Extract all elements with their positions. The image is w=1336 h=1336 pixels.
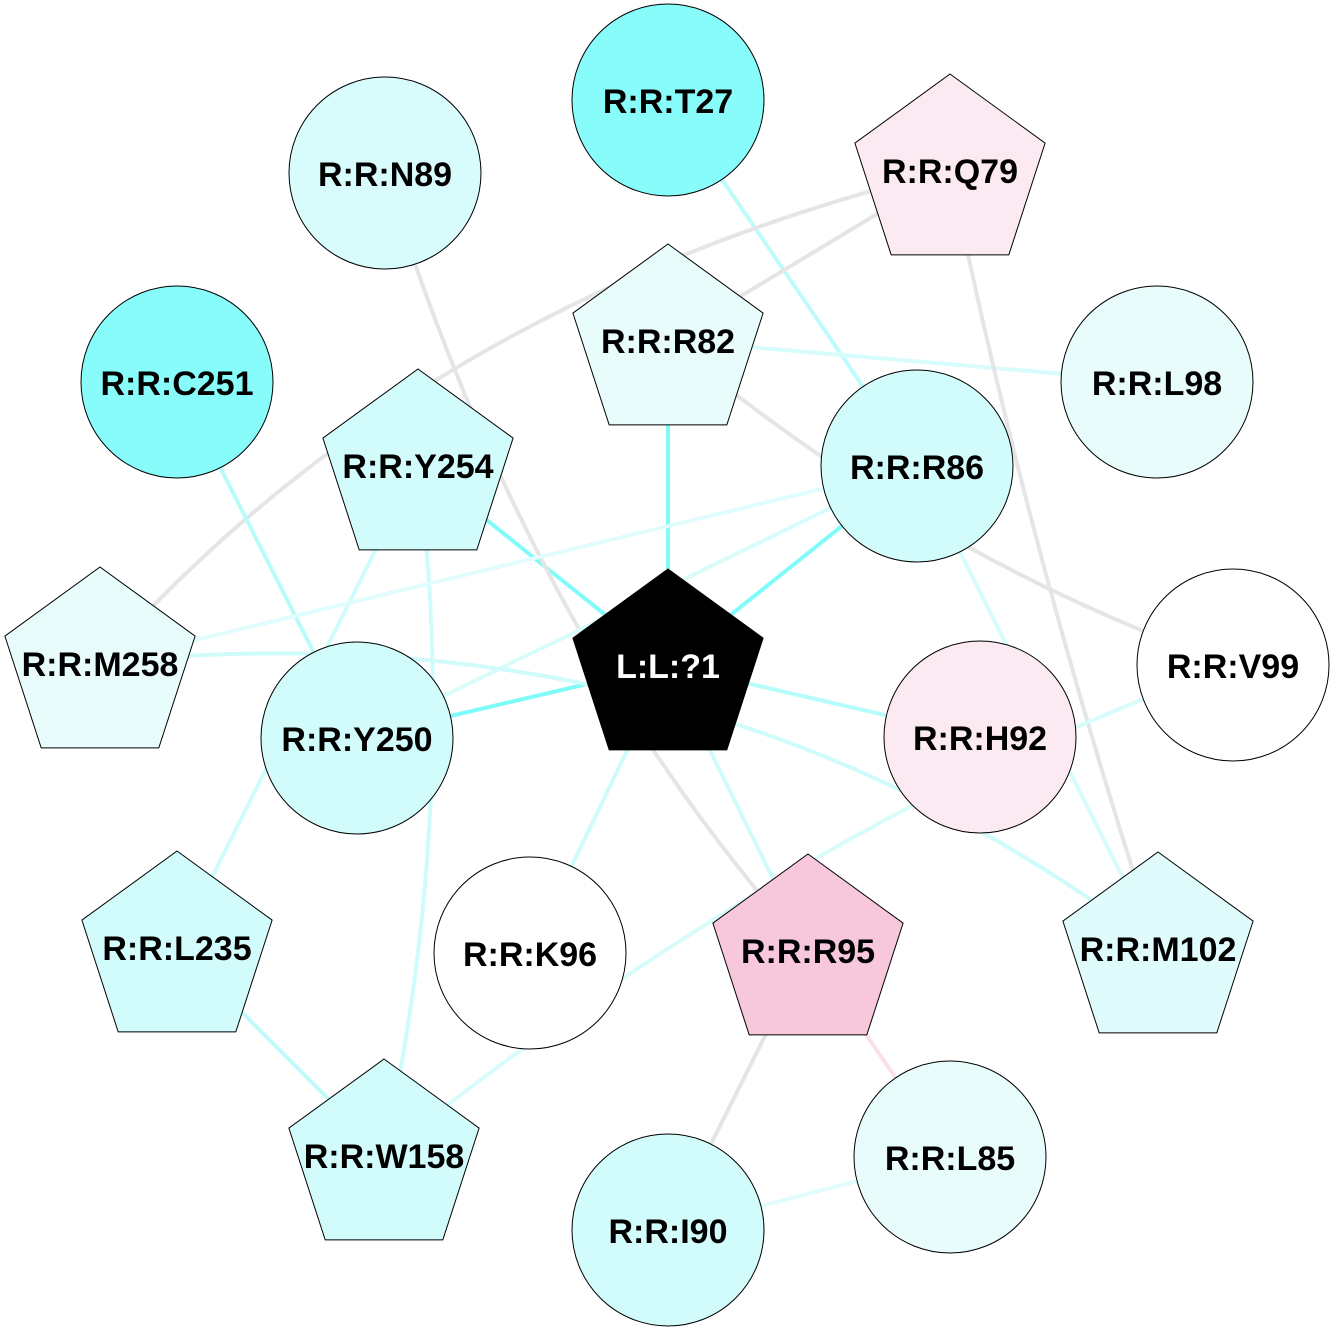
node-circle (1060, 285, 1254, 479)
node-pentagon (288, 1058, 480, 1241)
node-r82[interactable]: R:R:R82 (572, 243, 764, 426)
node-label: R:R:T27 (603, 83, 733, 121)
node-pentagon (81, 850, 273, 1033)
node-q79[interactable]: R:R:Q79 (854, 73, 1046, 256)
edge-q79-m102 (948, 168, 1160, 950)
edge-y254-w158 (382, 463, 435, 1157)
node-label: R:R:L98 (1092, 365, 1222, 403)
node-label: R:R:K96 (463, 936, 597, 974)
node-label: R:R:R95 (741, 933, 875, 971)
node-label: R:R:Y250 (281, 721, 432, 759)
node-label: R:R:R86 (850, 449, 984, 487)
edge-r86-m258 (98, 464, 919, 665)
node-pentagon (4, 566, 196, 749)
node-pentagon (1062, 851, 1254, 1034)
node-pentagon (322, 368, 514, 551)
node-pentagon (572, 243, 764, 426)
edge-n89-r95 (383, 171, 810, 952)
node-c251[interactable]: R:R:C251 (80, 285, 274, 479)
node-pentagon (712, 853, 904, 1036)
node-m258[interactable]: R:R:M258 (4, 566, 196, 749)
node-label: R:R:Q79 (882, 153, 1018, 191)
node-r95[interactable]: R:R:R95 (712, 853, 904, 1036)
node-label: R:R:C251 (100, 365, 253, 403)
node-circle (260, 641, 454, 835)
node-label: R:R:I90 (608, 1213, 727, 1251)
node-label: R:R:M102 (1080, 931, 1237, 969)
edge-q79-m258 (98, 168, 952, 665)
node-circle (571, 1133, 765, 1327)
node-n89[interactable]: R:R:N89 (288, 76, 482, 270)
node-y250[interactable]: R:R:Y250 (260, 641, 454, 835)
node-label: R:R:N89 (318, 156, 452, 194)
node-circle (80, 285, 274, 479)
node-w158[interactable]: R:R:W158 (288, 1058, 480, 1241)
node-circle (288, 76, 482, 270)
node-label: R:R:Y254 (342, 448, 493, 486)
node-label: R:R:L85 (885, 1140, 1015, 1178)
node-circle (433, 856, 627, 1050)
node-pentagon (572, 568, 764, 751)
node-i90[interactable]: R:R:I90 (571, 1133, 765, 1327)
node-m102[interactable]: R:R:M102 (1062, 851, 1254, 1034)
node-lig[interactable]: L:L:?1 (572, 568, 764, 751)
node-label: R:R:V99 (1167, 648, 1299, 686)
node-label: R:R:W158 (304, 1138, 465, 1176)
node-circle (883, 640, 1077, 834)
node-t27[interactable]: R:R:T27 (571, 3, 765, 197)
node-label: R:R:R82 (601, 323, 735, 361)
node-circle (1136, 568, 1330, 762)
node-v99[interactable]: R:R:V99 (1136, 568, 1330, 762)
node-label: R:R:M258 (22, 646, 179, 684)
node-label: R:R:L235 (102, 930, 251, 968)
node-h92[interactable]: R:R:H92 (883, 640, 1077, 834)
node-l85[interactable]: R:R:L85 (853, 1060, 1047, 1254)
node-label: R:R:H92 (913, 720, 1047, 758)
node-pentagon (854, 73, 1046, 256)
node-r86[interactable]: R:R:R86 (820, 369, 1014, 563)
node-k96[interactable]: R:R:K96 (433, 856, 627, 1050)
node-l98[interactable]: R:R:L98 (1060, 285, 1254, 479)
node-circle (820, 369, 1014, 563)
node-circle (571, 3, 765, 197)
node-circle (853, 1060, 1047, 1254)
node-label: L:L:?1 (616, 648, 720, 686)
node-l235[interactable]: R:R:L235 (81, 850, 273, 1033)
node-y254[interactable]: R:R:Y254 (322, 368, 514, 551)
